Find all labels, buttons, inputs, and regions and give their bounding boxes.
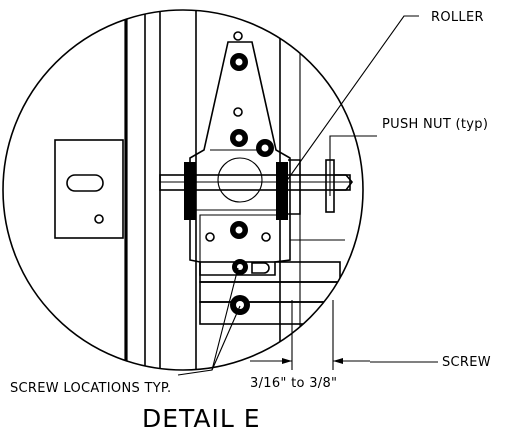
hinge-leaf	[276, 162, 288, 220]
screw-label: SCREW	[442, 355, 491, 370]
hinge-plate	[199, 261, 341, 283]
screw-head	[232, 259, 248, 275]
roller-label: ROLLER	[431, 10, 484, 25]
roller-disc	[217, 157, 263, 203]
roller-leader	[282, 15, 419, 187]
screw-slot	[251, 262, 270, 274]
bracket-hole	[233, 107, 243, 117]
dimension-label: 3/16" to 3/8"	[250, 376, 337, 391]
detail-title: DETAIL E	[142, 404, 261, 433]
shaft-tip	[334, 174, 354, 191]
hinge-plate	[199, 281, 341, 303]
bracket-hole	[94, 214, 104, 224]
screw-head	[230, 221, 248, 239]
bracket-hole	[205, 232, 215, 242]
shaft-end	[288, 159, 301, 215]
dimension-annotation	[250, 300, 370, 370]
roller-bracket-plate	[189, 41, 291, 276]
bracket-hole	[233, 31, 243, 41]
screw-locations-label: SCREW LOCATIONS TYP.	[10, 381, 171, 396]
screw-head	[230, 53, 248, 71]
hinge-leaf	[184, 162, 196, 220]
screw-head	[230, 129, 248, 147]
push-nut-label: PUSH NUT (typ)	[382, 117, 488, 132]
detail-circle	[2, 9, 364, 371]
left-bracket	[54, 139, 124, 239]
push-nut-leader	[329, 135, 377, 196]
slot-hole	[66, 174, 104, 192]
hinge-plate	[199, 301, 341, 325]
screw-locations-leader	[211, 305, 241, 371]
detail-contents	[54, 10, 354, 370]
screw-locations-leader	[177, 267, 239, 376]
screw-head	[230, 295, 250, 315]
screw-head	[256, 139, 274, 157]
bracket-hole	[261, 232, 271, 242]
